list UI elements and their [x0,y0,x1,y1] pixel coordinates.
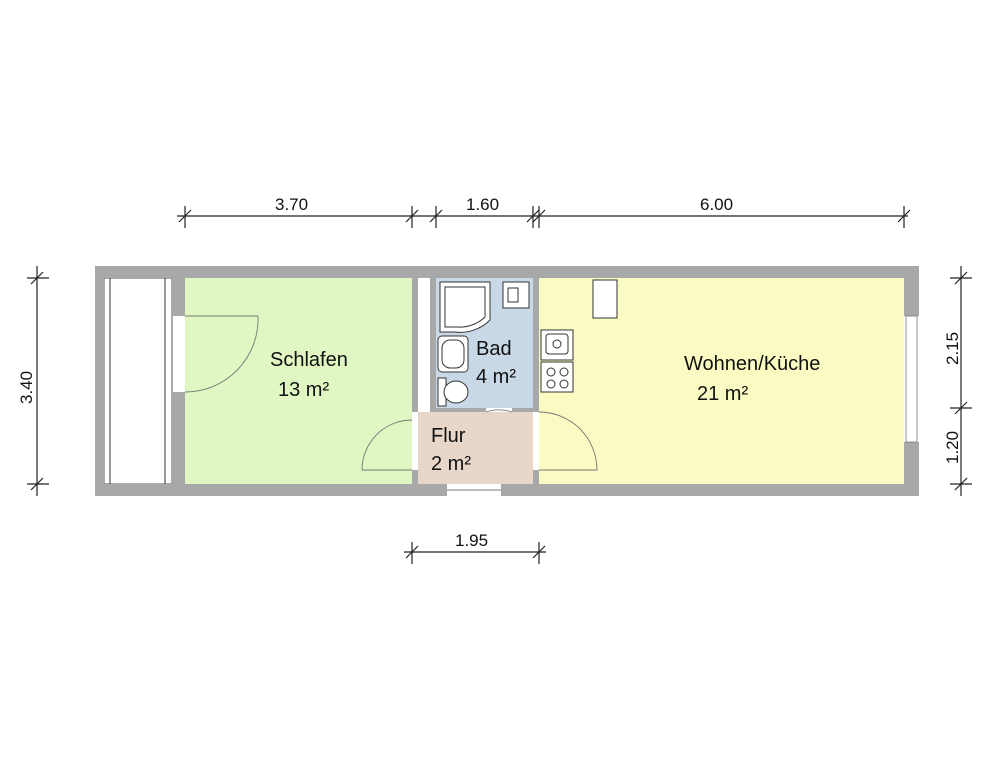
dimension-right-label-1: 2.15 [943,332,962,365]
room-area-wohnen: 21 m² [697,383,748,405]
dimension-bottom [404,542,546,564]
room-area-schlafen: 13 m² [278,379,329,401]
room-name-schlafen: Schlafen [270,349,348,371]
door-swings [184,315,598,491]
stove [540,361,574,393]
cabinet [592,279,618,319]
window-right [905,315,918,443]
walls [95,266,919,496]
balcony-area [103,277,173,485]
room-name-flur: Flur [431,425,466,447]
dimension-top [177,206,911,228]
dimension-top-1: 3.70 [275,195,308,214]
dimension-top-3: 6.00 [700,195,733,214]
washbasin [502,281,530,309]
dimension-bottom-label: 1.95 [455,531,488,550]
room-name-wohnen: Wohnen/Küche [684,353,820,375]
room-area-flur: 2 m² [431,453,471,475]
dimension-left-label: 3.40 [17,371,36,404]
room-name-bad: Bad [476,338,512,360]
dimension-right-label-2: 1.20 [943,431,962,464]
dimension-right [950,266,972,496]
room-flur-fill [418,412,533,484]
shower [439,281,491,333]
bathtub-basin [437,335,469,373]
kitchen-sink [540,329,574,361]
dimension-left [27,266,49,496]
room-area-bad: 4 m² [476,366,516,388]
dimension-top-2: 1.60 [466,195,499,214]
toilet [437,377,469,407]
